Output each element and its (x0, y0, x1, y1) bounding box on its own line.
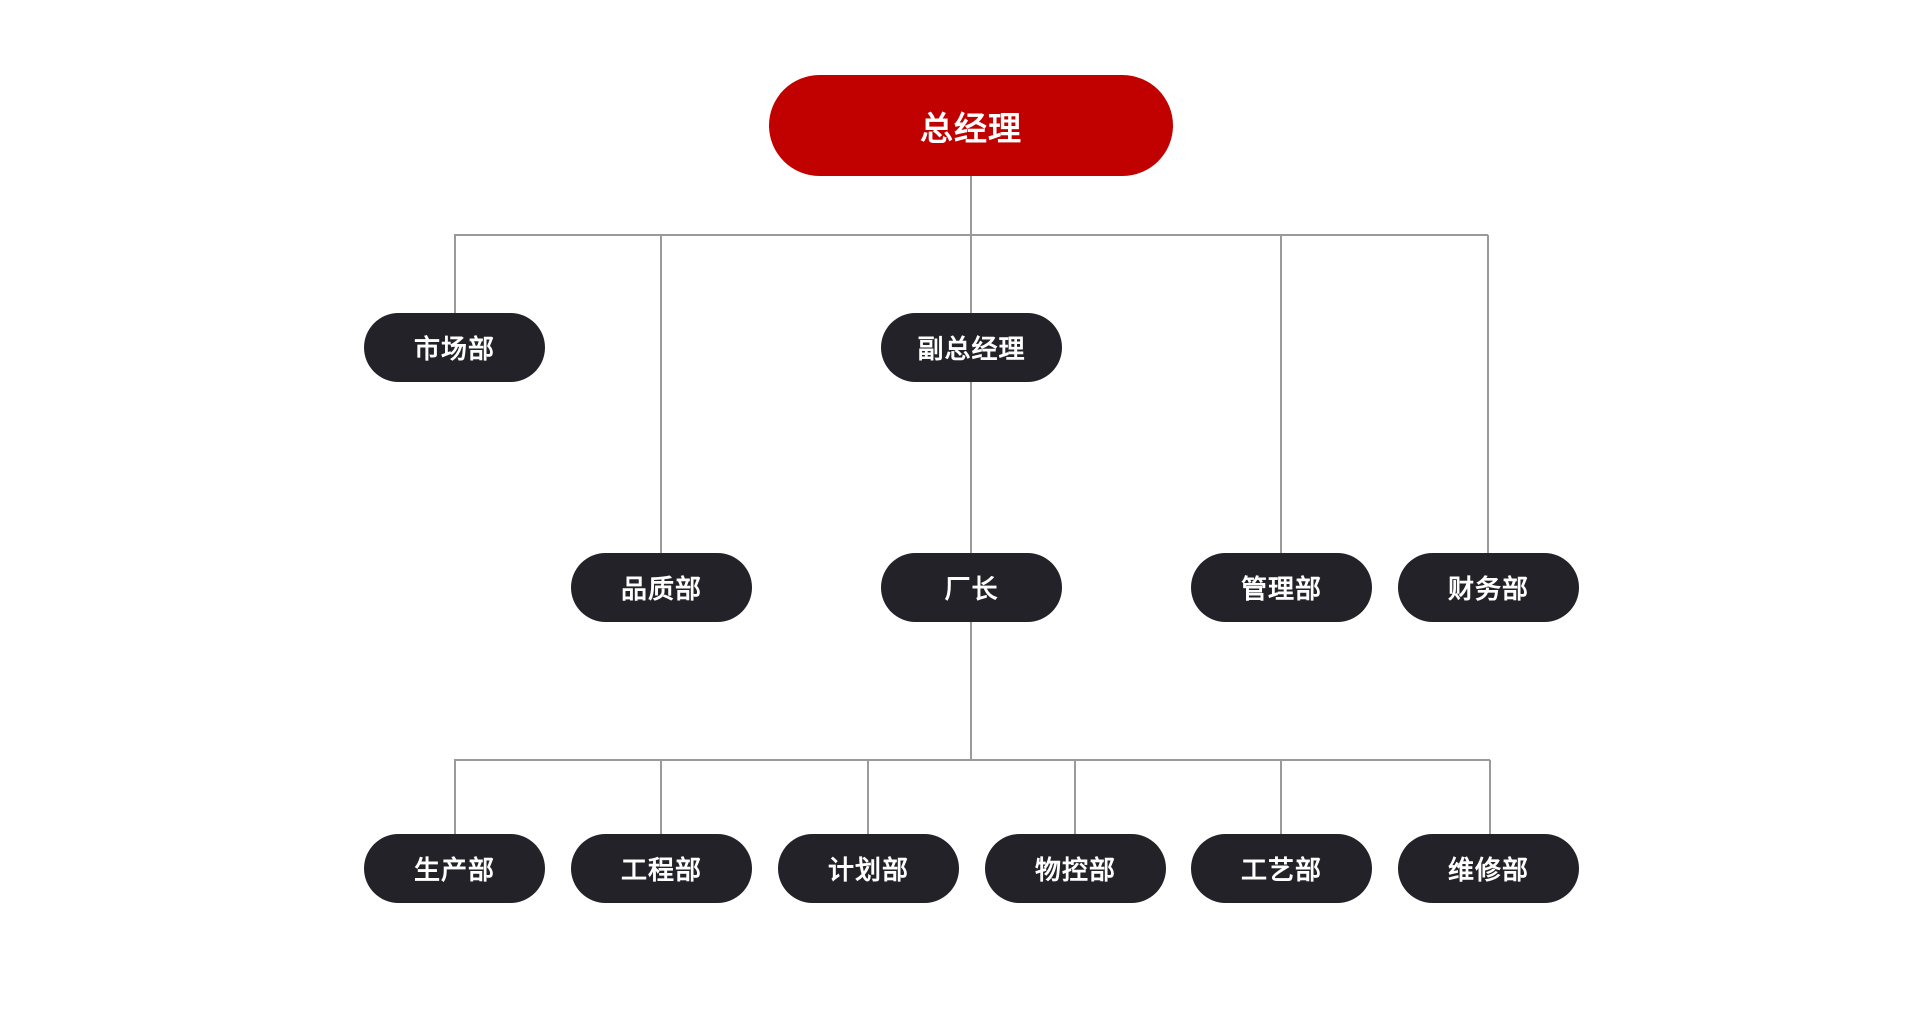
node-engineering-dept: 工程部 (571, 834, 752, 903)
node-label: 市场部 (413, 335, 495, 365)
node-label: 管理部 (1240, 575, 1322, 605)
node-material-control-dept: 物控部 (985, 834, 1166, 903)
node-label: 物控部 (1034, 856, 1116, 886)
node-label: 工艺部 (1240, 856, 1322, 886)
node-process-dept: 工艺部 (1191, 834, 1372, 903)
node-label: 工程部 (620, 856, 702, 886)
node-label: 生产部 (413, 856, 495, 886)
node-market-dept: 市场部 (364, 313, 545, 382)
node-factory-director: 厂长 (881, 553, 1062, 622)
node-management-dept: 管理部 (1191, 553, 1372, 622)
node-production-dept: 生产部 (364, 834, 545, 903)
node-planning-dept: 计划部 (778, 834, 959, 903)
node-label: 副总经理 (917, 335, 1026, 365)
node-label: 计划部 (827, 856, 909, 886)
node-label: 品质部 (620, 575, 702, 605)
node-deputy-general-manager: 副总经理 (881, 313, 1062, 382)
node-label: 总经理 (920, 108, 1022, 148)
node-quality-dept: 品质部 (571, 553, 752, 622)
node-label: 维修部 (1447, 856, 1529, 886)
node-finance-dept: 财务部 (1398, 553, 1579, 622)
node-maintenance-dept: 维修部 (1398, 834, 1579, 903)
node-label: 厂长 (944, 575, 999, 605)
node-label: 财务部 (1447, 575, 1529, 605)
node-general-manager: 总经理 (769, 75, 1173, 176)
